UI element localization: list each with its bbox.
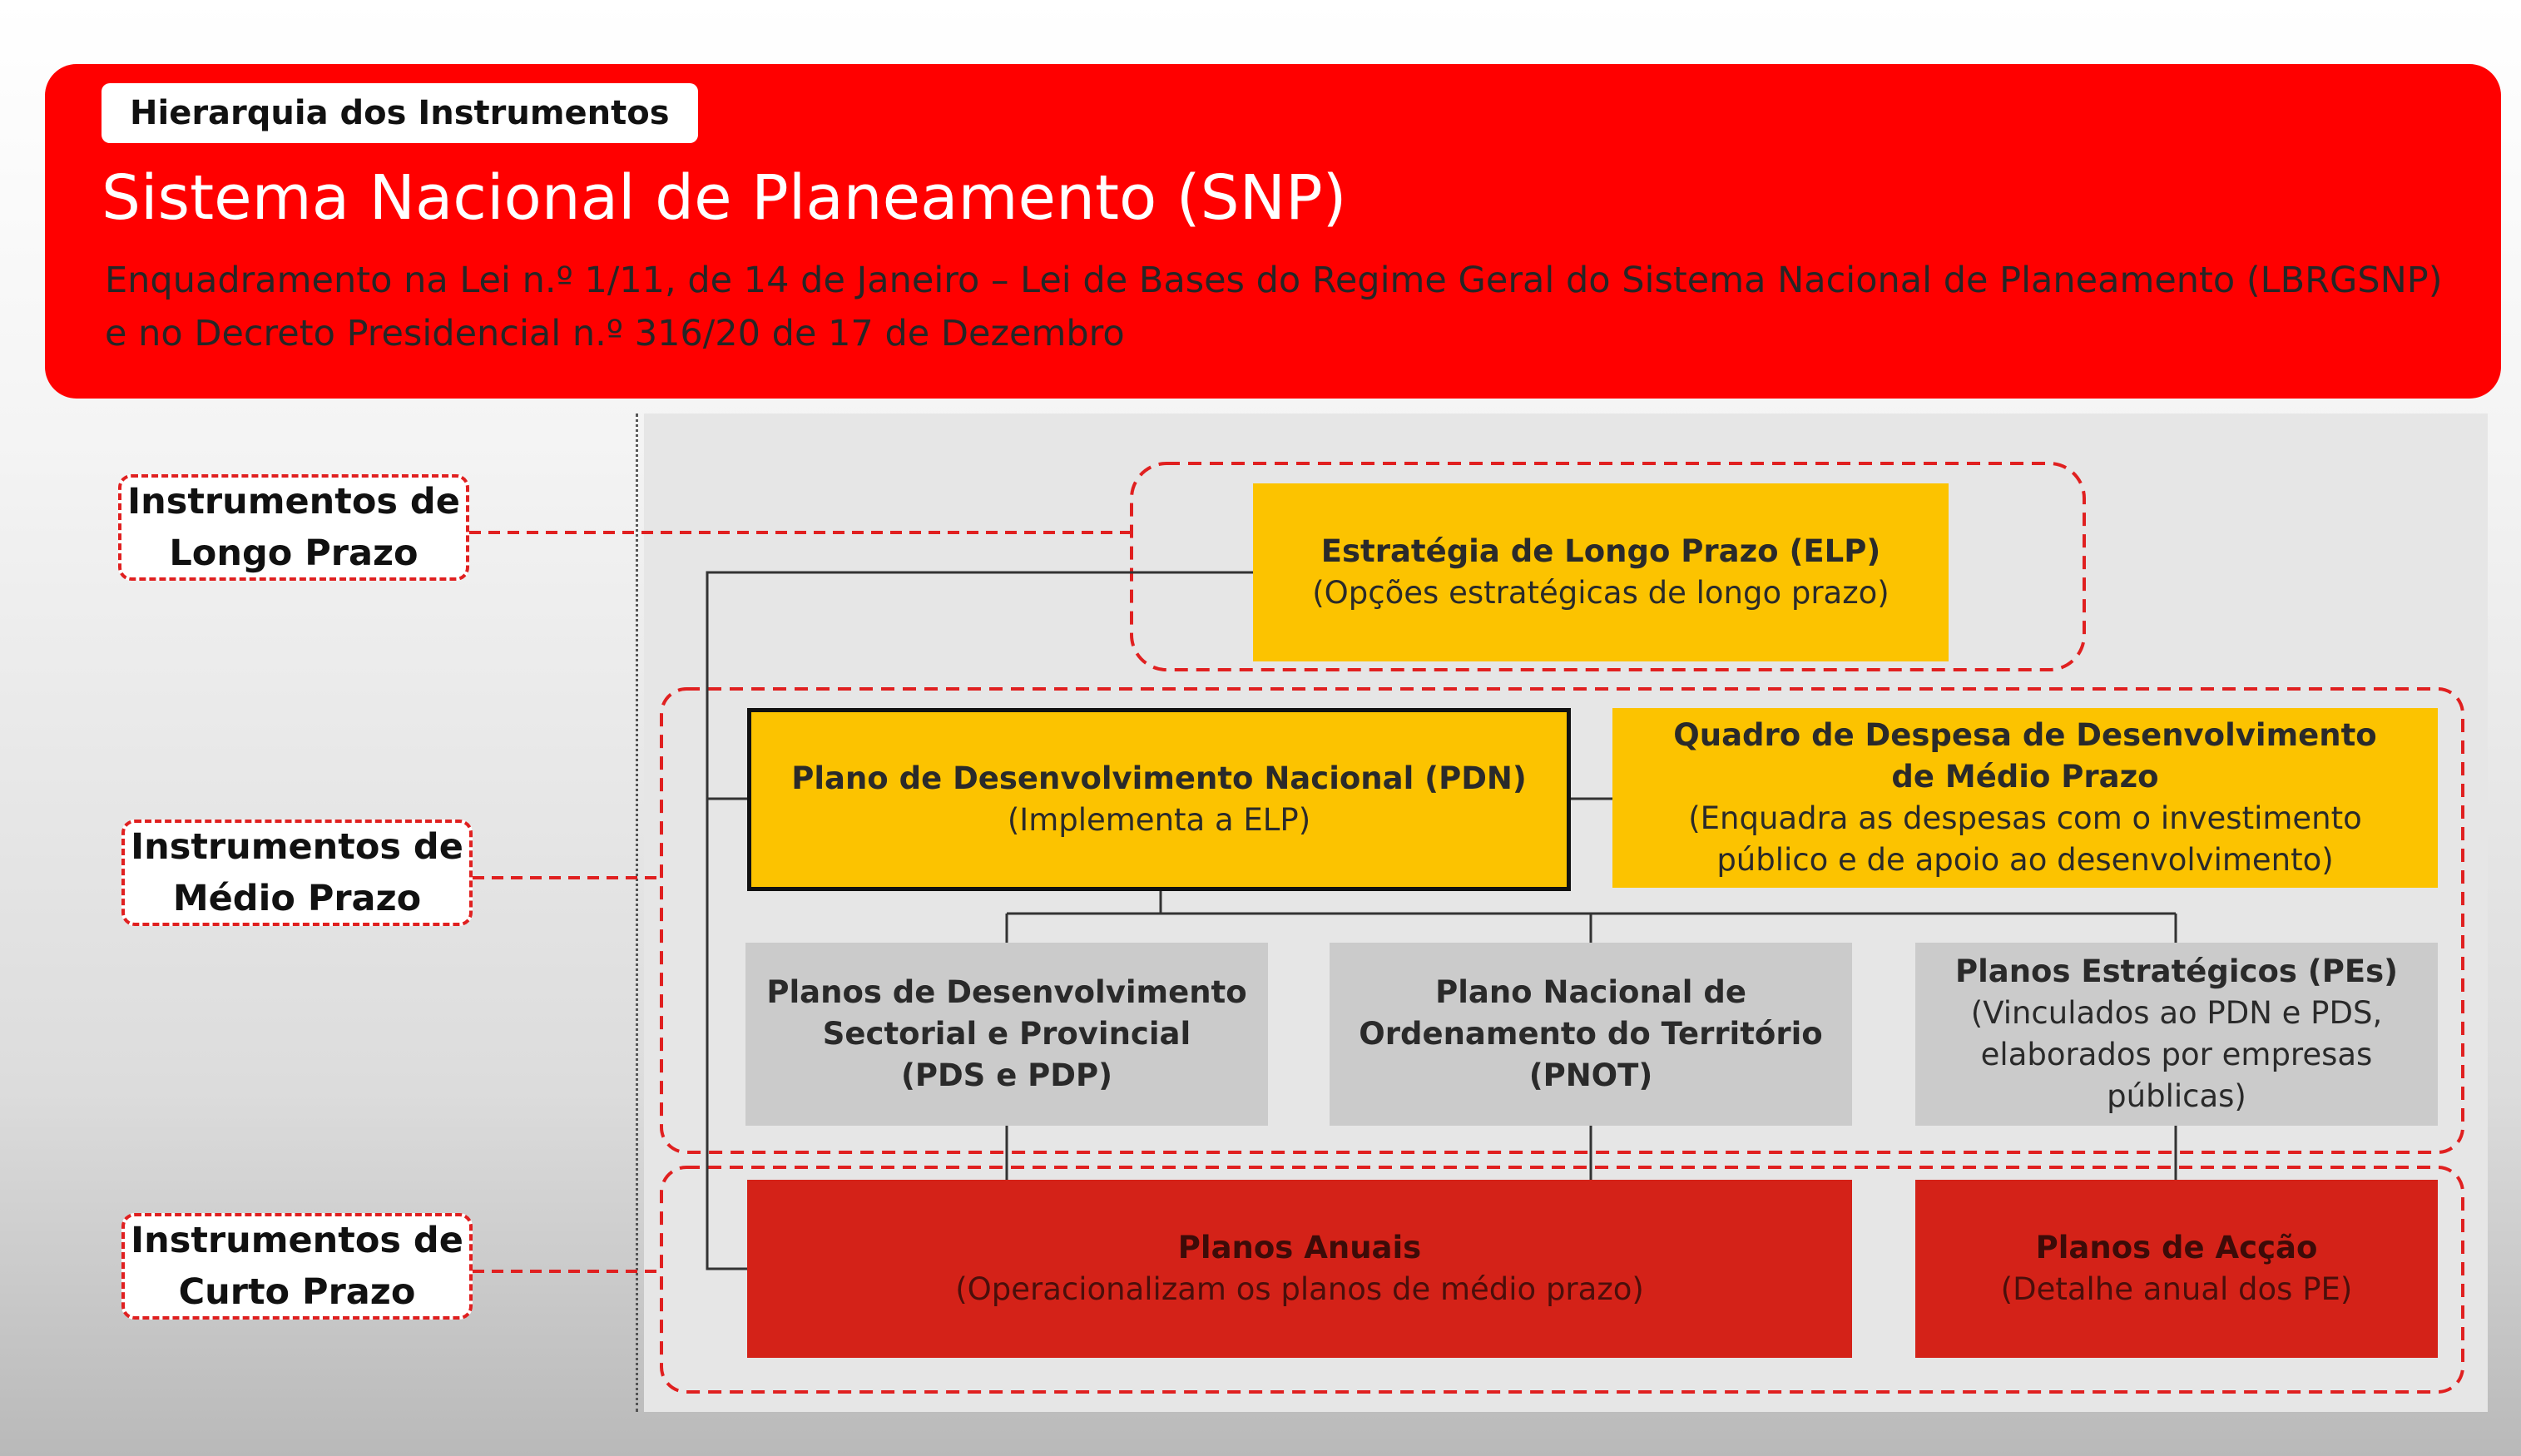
group-outline-medium bbox=[660, 687, 2464, 1154]
hierarchy-connectors bbox=[706, 571, 2177, 1270]
box-pes-desc: (Vinculados ao PDN e PDS, elaborados por… bbox=[1970, 995, 2383, 1114]
label-short-term: Instrumentos de Curto Prazo bbox=[121, 1213, 473, 1320]
box-elp: Estratégia de Longo Prazo (ELP) (Opções … bbox=[1253, 483, 1949, 661]
page-title: Sistema Nacional de Planeamento (SNP) bbox=[102, 162, 1347, 234]
box-pds-title: Planos de Desenvolvimento Sectorial e Pr… bbox=[766, 974, 1247, 1093]
vertical-divider bbox=[636, 414, 638, 1412]
box-pnot: Plano Nacional de Ordenamento do Territó… bbox=[1330, 943, 1852, 1126]
box-qdmp-desc: (Enquadra as despesas com o investimento… bbox=[1688, 800, 2362, 878]
box-elp-title: Estratégia de Longo Prazo (ELP) bbox=[1320, 533, 1881, 569]
page-subtitle: Enquadramento na Lei n.º 1/11, de 14 de … bbox=[105, 260, 2443, 354]
box-qdmp-title: Quadro de Despesa de Desenvolvimento de … bbox=[1673, 717, 2377, 795]
box-pes: Planos Estratégicos (PEs) (Vinculados ao… bbox=[1915, 943, 2438, 1126]
header-tag: Hierarquia dos Instrumentos bbox=[102, 83, 698, 143]
box-planos-anuais-desc: (Operacionalizam os planos de médio praz… bbox=[955, 1271, 1644, 1307]
box-qdmp: Quadro de Despesa de Desenvolvimento de … bbox=[1612, 708, 2438, 888]
group-outline-short bbox=[660, 1166, 2464, 1394]
box-pnot-title: Plano Nacional de Ordenamento do Territó… bbox=[1359, 974, 1823, 1093]
box-planos-accao: Planos de Acção (Detalhe anual dos PE) bbox=[1915, 1180, 2438, 1358]
group-outline-long bbox=[1130, 462, 2086, 671]
label-medium-term: Instrumentos de Médio Prazo bbox=[121, 820, 473, 926]
box-planos-anuais: Planos Anuais (Operacionalizam os planos… bbox=[747, 1180, 1852, 1358]
box-pdn: Plano de Desenvolvimento Nacional (PDN) … bbox=[747, 708, 1571, 891]
box-planos-anuais-title: Planos Anuais bbox=[1177, 1230, 1422, 1265]
box-pes-title: Planos Estratégicos (PEs) bbox=[1954, 953, 2399, 989]
label-long-term: Instrumentos de Longo Prazo bbox=[118, 474, 469, 581]
box-pdn-title: Plano de Desenvolvimento Nacional (PDN) bbox=[791, 760, 1527, 796]
box-elp-desc: (Opções estratégicas de longo prazo) bbox=[1312, 575, 1890, 611]
box-planos-accao-title: Planos de Acção bbox=[2035, 1230, 2318, 1265]
box-pds: Planos de Desenvolvimento Sectorial e Pr… bbox=[745, 943, 1268, 1126]
box-pdn-desc: (Implementa a ELP) bbox=[1007, 802, 1311, 838]
box-planos-accao-desc: (Detalhe anual dos PE) bbox=[2000, 1271, 2353, 1307]
header-banner: Hierarquia dos Instrumentos Sistema Naci… bbox=[45, 64, 2501, 399]
